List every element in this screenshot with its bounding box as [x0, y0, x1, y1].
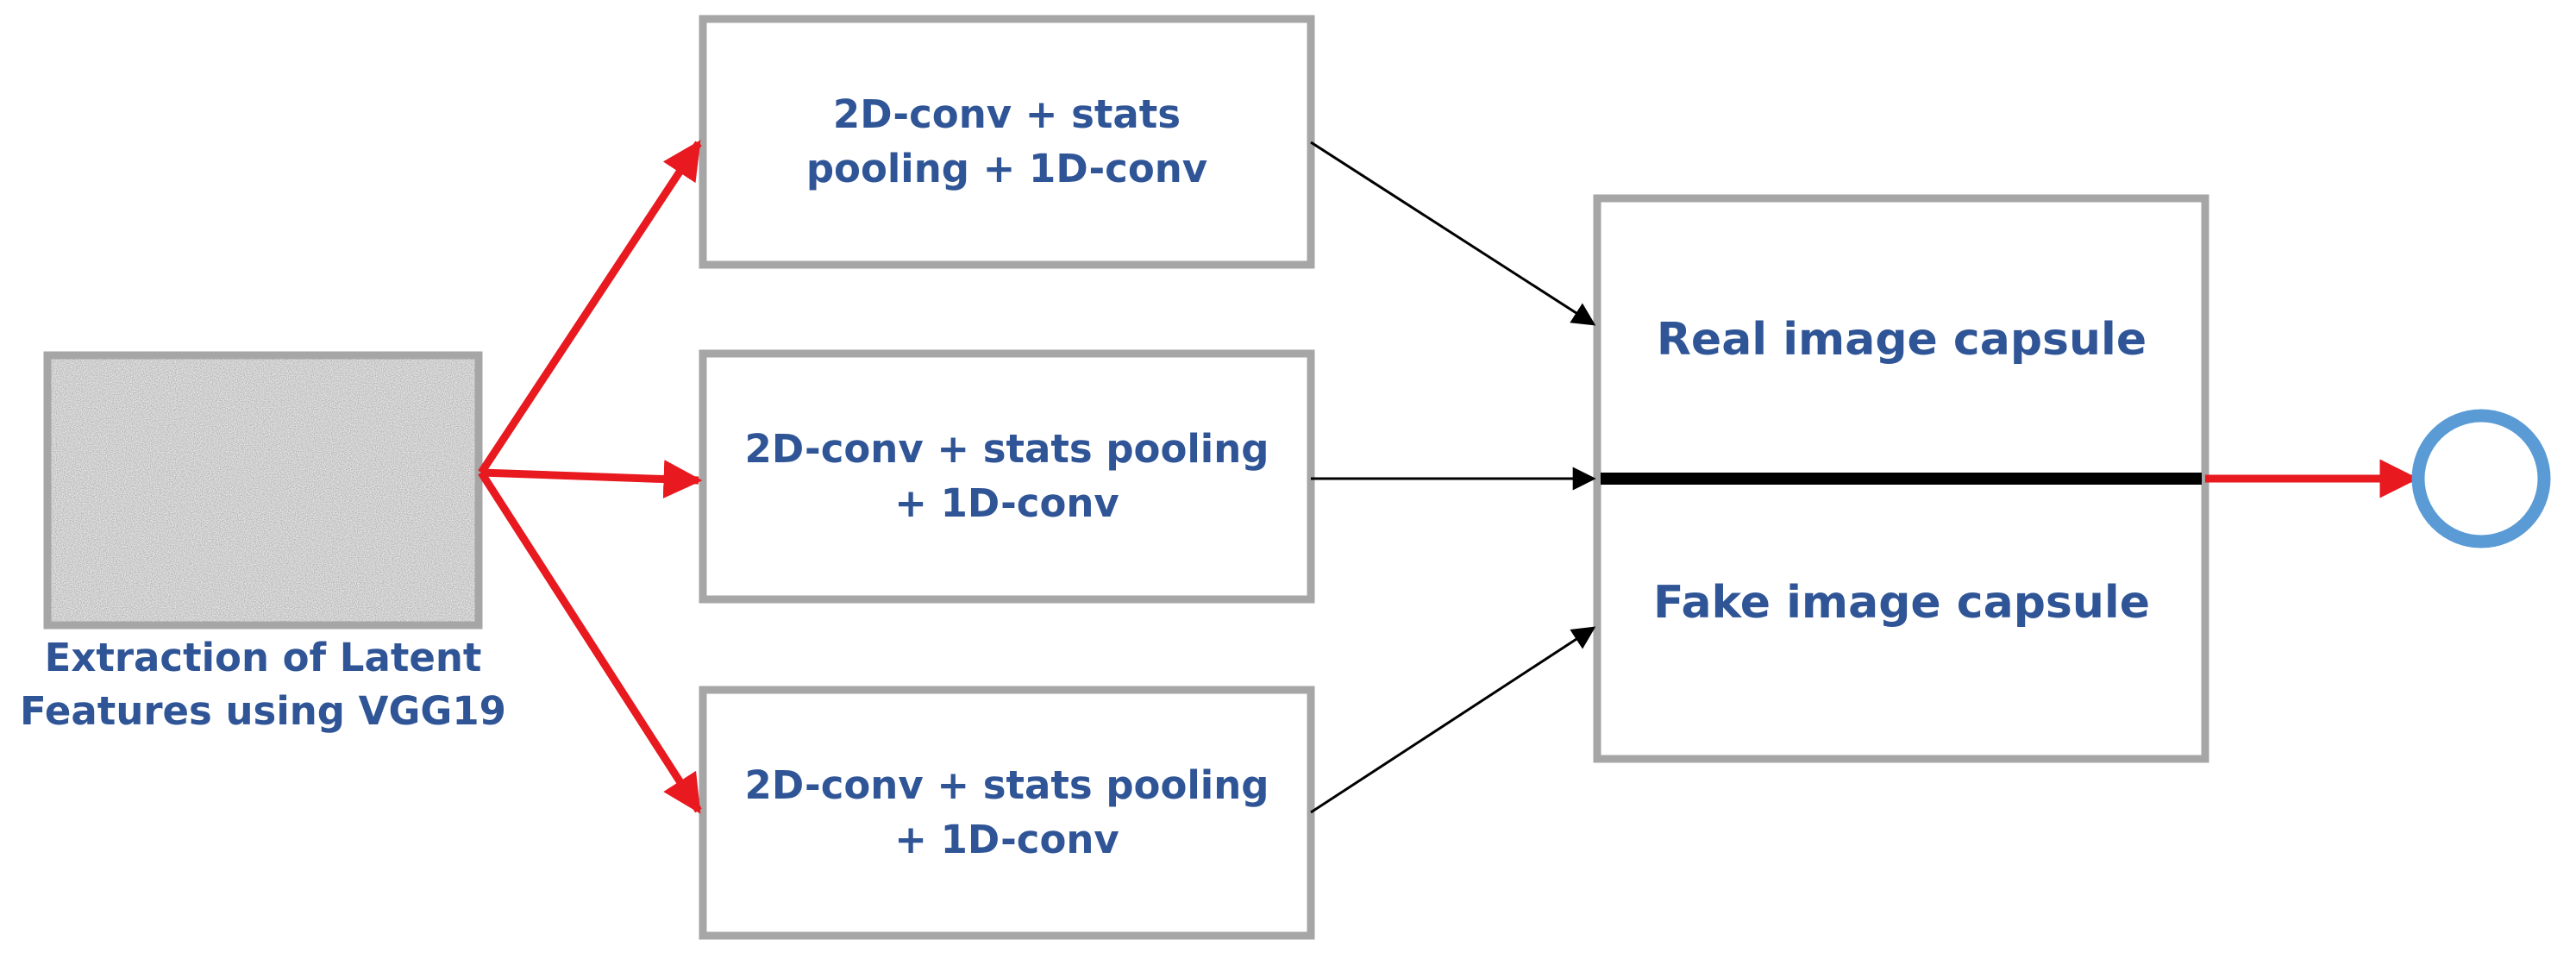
conv-block-middle	[699, 349, 1315, 604]
latent-features-image-noise	[47, 355, 479, 625]
latent-features-caption-line1: Extraction of Latent	[44, 635, 482, 680]
black-arrow-top-to-capsule	[1310, 141, 1596, 326]
conv-block-top	[699, 15, 1315, 269]
red-arrow-to-top-conv	[478, 140, 702, 475]
latent-features-caption: Extraction of Latent Features using VGG1…	[0, 631, 526, 738]
conv-block-bottom	[699, 686, 1315, 940]
conv-block-top-label-line1: 2D-conv + stats	[832, 91, 1181, 138]
conv-block-middle-label-line1: 2D-conv + stats pooling	[744, 426, 1269, 473]
fake-image-capsule-label: Fake image capsule	[1652, 577, 2150, 630]
black-arrow-bottom-to-capsule	[1310, 626, 1596, 814]
red-arrow-to-middle-conv	[480, 460, 703, 499]
conv-block-middle-label-line2: + 1D-conv	[894, 479, 1119, 526]
red-arrow-to-bottom-conv	[478, 470, 702, 814]
latent-features-image-border	[43, 351, 483, 630]
conv-block-middle-label: 2D-conv + stats pooling + 1D-conv	[707, 358, 1307, 595]
latent-features-caption-line2: Features using VGG19	[20, 688, 506, 735]
real-image-capsule-label: Real image capsule	[1656, 314, 2147, 367]
latent-features-image	[43, 351, 483, 630]
conv-block-top-label-line2: pooling + 1D-conv	[805, 145, 1208, 191]
output-node-circle	[2411, 409, 2551, 548]
conv-block-bottom-label-line2: + 1D-conv	[894, 816, 1119, 862]
conv-block-bottom-label: 2D-conv + stats pooling + 1D-conv	[707, 694, 1307, 931]
conv-block-top-label: 2D-conv + stats pooling + 1D-conv	[707, 23, 1307, 260]
conv-block-bottom-label-line1: 2D-conv + stats pooling	[744, 762, 1269, 809]
